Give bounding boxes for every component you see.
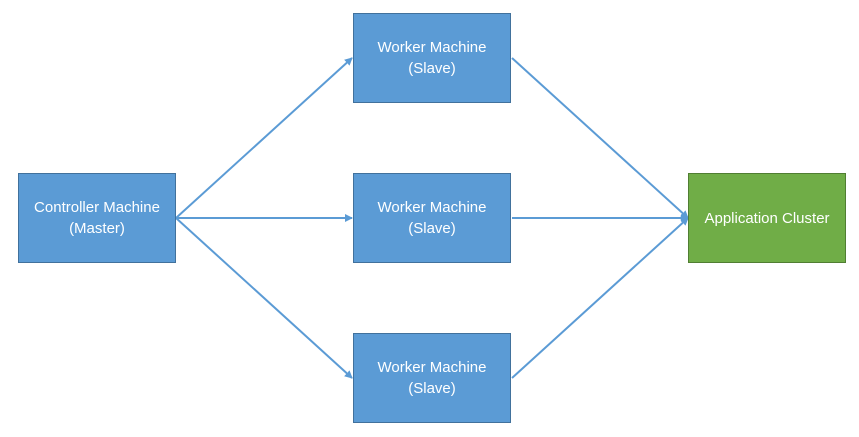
- worker-role-label: (Slave): [408, 220, 456, 237]
- worker-machine-node-middle: Worker Machine (Slave): [353, 173, 511, 263]
- arrow-worker-bottom-to-cluster: [511, 217, 689, 379]
- controller-machine-node: Controller Machine (Master): [18, 173, 176, 263]
- arrow-controller-to-worker-bottom: [175, 217, 353, 379]
- worker-machine-node-bottom: Worker Machine (Slave): [353, 333, 511, 423]
- application-cluster-label: Application Cluster: [704, 209, 830, 227]
- worker-machine-node-top: Worker Machine (Slave): [353, 13, 511, 103]
- arrow-worker-top-to-cluster: [511, 57, 689, 219]
- application-cluster-node: Application Cluster: [688, 173, 846, 263]
- arrow-controller-to-worker-top: [175, 57, 353, 219]
- worker-role-label: (Slave): [408, 380, 456, 397]
- worker-role-label: (Slave): [408, 60, 456, 77]
- worker-machine-label: Worker Machine: [377, 39, 487, 56]
- worker-machine-label: Worker Machine: [377, 359, 487, 376]
- controller-machine-label: Controller Machine: [34, 199, 160, 216]
- worker-machine-label: Worker Machine: [377, 199, 487, 216]
- controller-role-label: (Master): [69, 220, 125, 237]
